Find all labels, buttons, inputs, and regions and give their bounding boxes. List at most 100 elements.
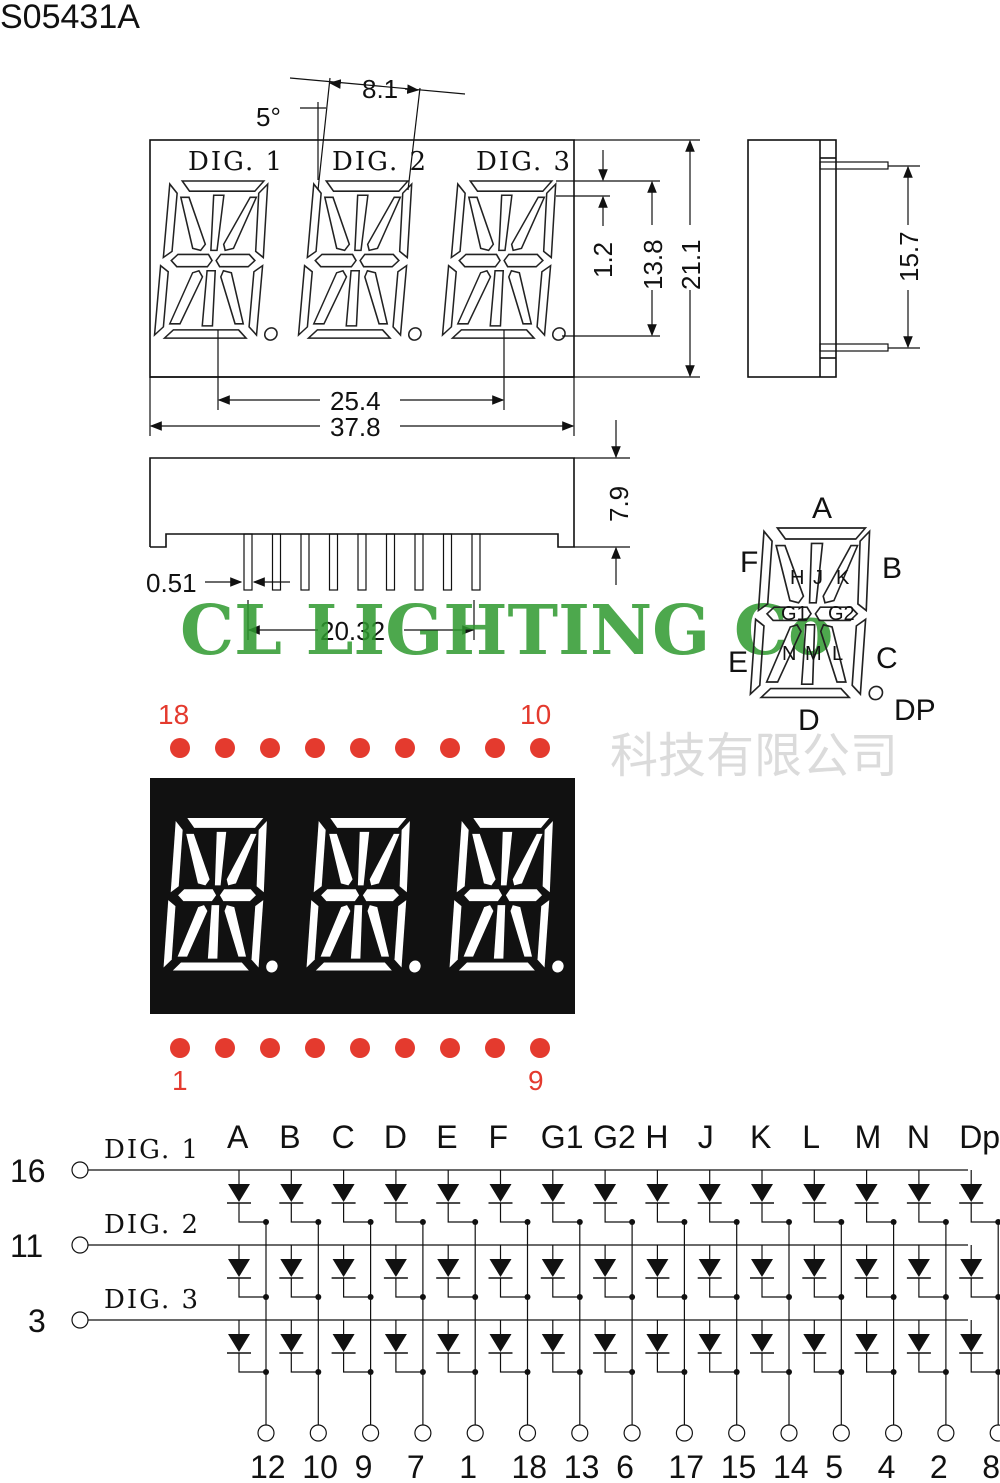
diode-lead [290,1278,319,1298]
diode-icon [855,1184,878,1202]
circuit-dig-label: DIG. 3 [104,1285,200,1315]
diode-icon [280,1184,303,1202]
segment-terminal [518,1424,537,1442]
segment-map: A B C D E F G1 G2 H J K L M N DP [728,492,936,737]
circuit-seg-label: N [907,1119,930,1155]
circuit-seg-label: G2 [593,1119,636,1155]
segment-terminal [675,1424,694,1442]
diode-icon [594,1259,617,1277]
segment-pin-2: 2 [930,1449,948,1483]
pin-dot-top [350,738,370,758]
junction-dot [995,1294,1000,1300]
diode-lead [499,1278,528,1298]
diode-lead [656,1203,685,1223]
diode-icon [751,1259,773,1277]
circuit-seg-label: B [279,1119,300,1155]
diode-lead [499,1353,528,1373]
segment-pin-15: 15 [721,1449,757,1483]
segment-terminal [989,1424,1000,1442]
segmap-j: J [813,567,823,589]
diode-icon [384,1184,407,1202]
circuit-seg-label: F [489,1119,509,1155]
circuit-seg-label: Dp [959,1119,1000,1155]
common-terminal [71,1161,89,1179]
pin-label-18: 18 [158,699,189,730]
pin-dot-bottom [305,1038,325,1058]
dim-pin-width: 0.51 [146,568,197,598]
diode-icon [907,1184,930,1202]
pin-dot-top [215,738,235,758]
diode-lead [918,1203,946,1223]
diode-lead [447,1278,476,1298]
segmap-c: C [876,642,898,675]
diode-lead [238,1353,266,1373]
dim-side-height: 15.7 [894,231,924,282]
diode-icon [698,1184,721,1202]
diode-lead [499,1203,528,1223]
dim-digit-span: 25.4 [330,386,381,416]
segment-pin-6: 6 [616,1449,634,1483]
diode-lead [343,1353,371,1373]
common-terminal [71,1311,89,1329]
diode-icon [280,1259,303,1277]
diode-icon [646,1334,669,1352]
diode-lead [343,1203,371,1223]
diode-icon [332,1184,355,1202]
common-terminal [71,1236,89,1254]
diode-lead [813,1203,842,1223]
pin-dot-top [305,738,325,758]
diode-lead [918,1278,946,1298]
diode-lead [709,1353,737,1373]
diode-lead [238,1203,266,1223]
segmap-h: H [790,567,804,589]
pin-dot-top [260,738,280,758]
segmap-f: F [740,546,758,579]
pin-label-10: 10 [520,699,551,730]
diode-icon [437,1184,460,1202]
pin-dot-top [170,738,190,758]
segment-pin-14: 14 [773,1449,809,1483]
pin-dot-bottom [440,1038,460,1058]
diode-lead [918,1353,946,1373]
diode-lead [604,1278,633,1298]
pin-dot-bottom [260,1038,280,1058]
pin-dot-top [395,738,415,758]
pin-label-1: 1 [172,1065,188,1096]
segment-terminal [884,1424,903,1442]
diode-icon [646,1184,669,1202]
diode-lead [761,1203,789,1223]
watermark-text: CL LIGHTING Co [180,591,833,671]
bottom-pin [471,533,481,591]
diode-lead [970,1203,999,1223]
segmap-l: L [832,643,843,665]
display-photo: 18 10 1 9 [150,699,575,1096]
diode-lead [604,1353,633,1373]
segment-terminal [466,1424,484,1442]
pin-label-9: 9 [528,1065,544,1096]
diode-icon [960,1184,983,1202]
bottom-pin [357,533,367,591]
dim-body-height: 21.1 [676,239,706,290]
diode-icon [646,1259,669,1277]
diode-lead [552,1278,580,1298]
diode-lead [552,1203,580,1223]
circuit-seg-label: A [227,1119,249,1155]
diode-lead [395,1203,423,1223]
circuit-seg-label: D [384,1119,407,1155]
segment-pin-18: 18 [512,1449,548,1483]
diode-lead [970,1353,999,1373]
dim-body-width: 37.8 [330,412,381,442]
diode-lead [813,1278,842,1298]
pin-dot-bottom [215,1038,235,1058]
diode-lead [865,1353,894,1373]
circuit-seg-label: M [855,1119,882,1155]
diode-lead [709,1278,737,1298]
diode-icon [384,1259,407,1277]
bottom-view: 7.9 0.51 20.32 [146,420,634,646]
diode-icon [803,1184,826,1202]
diode-icon [751,1334,773,1352]
diode-lead [395,1278,423,1298]
pin-dot-bottom [395,1038,415,1058]
segment-terminal [832,1424,850,1442]
